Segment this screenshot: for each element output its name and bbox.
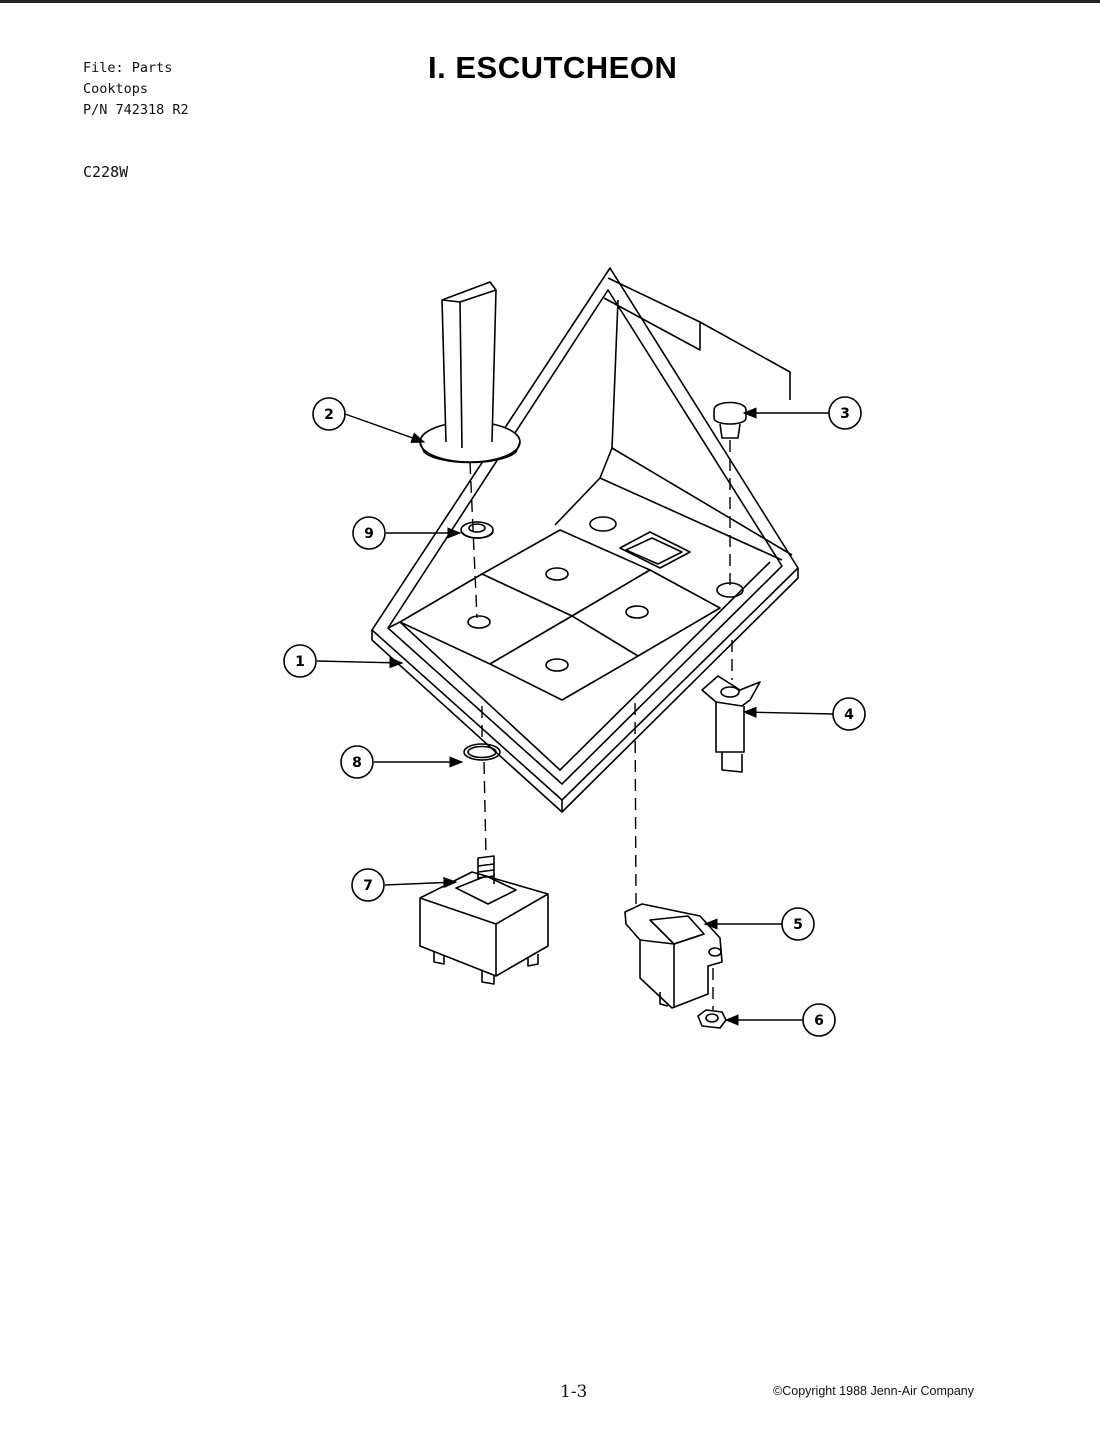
svg-text:3: 3 — [840, 406, 850, 422]
callout-4: 4 — [832, 697, 866, 731]
callout-6: 6 — [802, 1003, 836, 1037]
part-number-line: P/N 742318 R2 — [83, 102, 189, 118]
grommet-part — [460, 521, 494, 539]
callout-leader-lines — [316, 407, 834, 1026]
callout-9: 9 — [352, 516, 386, 550]
callout-3: 3 — [828, 396, 862, 430]
signal-light-part — [701, 675, 761, 773]
copyright-notice: ©Copyright 1988 Jenn-Air Company — [773, 1384, 974, 1398]
file-line: File: Parts — [83, 60, 173, 76]
callout-1: 1 — [283, 644, 317, 678]
svg-text:2: 2 — [324, 407, 334, 423]
assembly-guide-lines — [469, 440, 733, 1010]
svg-text:7: 7 — [363, 878, 373, 894]
top-border-rule — [0, 0, 1100, 3]
callout-2: 2 — [312, 397, 346, 431]
o-ring-part — [463, 743, 501, 761]
hex-nut-part — [697, 1009, 727, 1029]
callout-7: 7 — [351, 868, 385, 902]
callout-8: 8 — [340, 745, 374, 779]
page-title: I. ESCUTCHEON — [428, 50, 678, 85]
svg-text:1: 1 — [295, 654, 305, 670]
category-line: Cooktops — [83, 81, 149, 97]
callout-5: 5 — [781, 907, 815, 941]
document-meta: File: Parts Cooktops P/N 742318 R2 — [83, 58, 189, 121]
callout-badges: 1 2 3 4 5 6 7 8 — [283, 396, 866, 1037]
svg-text:8: 8 — [352, 755, 362, 771]
infinite-switch-part — [419, 855, 549, 985]
svg-text:9: 9 — [364, 526, 374, 542]
page-number: 1-3 — [560, 1382, 588, 1402]
svg-text:6: 6 — [814, 1013, 824, 1029]
model-number: C228W — [83, 163, 129, 181]
rocker-switch-part — [624, 903, 723, 1009]
svg-text:4: 4 — [844, 707, 854, 723]
escutcheon-panel-part — [371, 267, 799, 813]
svg-text:5: 5 — [793, 917, 803, 933]
indicator-lens-part — [713, 401, 747, 439]
control-knob-part — [419, 281, 521, 464]
